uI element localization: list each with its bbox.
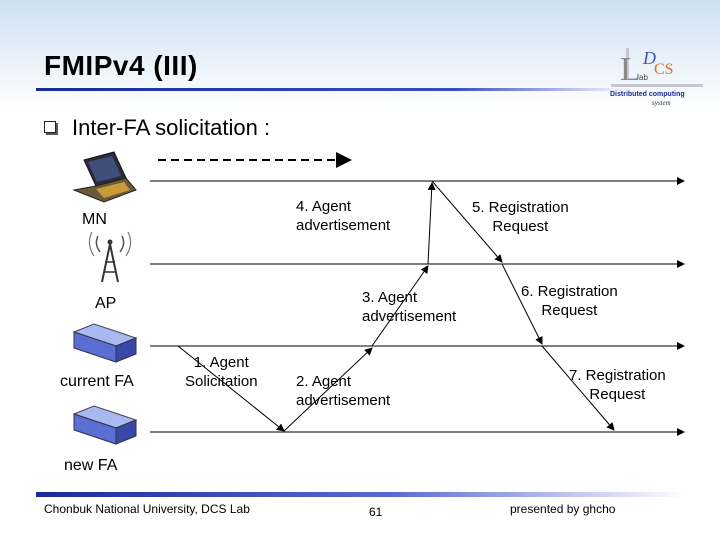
- current-fa-router-icon: [72, 323, 138, 363]
- logo-letters-cs: CS: [654, 61, 674, 78]
- slide-title: FMIPv4 (III): [44, 50, 198, 81]
- message-3-line2: advertisement: [362, 308, 457, 325]
- dcs-lab-logo: L D CS ab Distributed computing system: [610, 48, 703, 107]
- logo-line2: system: [652, 99, 671, 107]
- message-7-line1: 7. Registration: [569, 367, 666, 384]
- message-2-label: 2. Agent advertisement: [296, 372, 390, 410]
- message-4-line2: advertisement: [296, 217, 391, 234]
- arrow-6-registration-request: [501, 263, 543, 345]
- message-2-line2: advertisement: [296, 392, 391, 409]
- logo-letters-ab: ab: [639, 73, 648, 82]
- arrow-2-agent-advertisement: [283, 347, 373, 432]
- message-1-label: 1. Agent Solicitation: [185, 353, 258, 391]
- message-7-line2: Request: [589, 386, 646, 403]
- laptop-icon: [72, 151, 137, 203]
- footer-rule: [36, 492, 684, 497]
- arrow-1-agent-solicitation: [177, 345, 285, 432]
- message-1-line2: Solicitation: [185, 373, 258, 390]
- message-1-line1: 1. Agent: [193, 354, 249, 371]
- node-label-mn: MN: [82, 211, 107, 228]
- title-underline: [36, 88, 634, 91]
- footer-presenter: presented by ghcho: [510, 502, 616, 516]
- bullet-text: Inter-FA solicitation :: [72, 115, 271, 140]
- arrow-7-registration-request: [541, 345, 615, 431]
- footer-page-number: 61: [369, 505, 383, 519]
- message-4-line1: 4. Agent: [296, 198, 352, 215]
- footer-affiliation: Chonbuk National University, DCS Lab: [44, 502, 250, 516]
- message-3-line1: 3. Agent: [362, 289, 418, 306]
- message-5-line2: Request: [492, 218, 549, 235]
- logo-letter-l: L: [620, 51, 641, 88]
- arrow-3-agent-advertisement: [371, 265, 429, 347]
- logo-line1: Distributed computing: [610, 91, 685, 98]
- message-2-line1: 2. Agent: [296, 373, 352, 390]
- node-label-current-fa: current FA: [60, 373, 134, 390]
- message-5-line1: 5. Registration: [472, 199, 569, 216]
- antenna-tower-icon: [88, 231, 132, 283]
- node-label-ap: AP: [95, 295, 117, 312]
- message-6-line1: 6. Registration: [521, 283, 618, 300]
- arrow-5-registration-request: [431, 180, 503, 263]
- logo-letter-d: D: [642, 48, 656, 68]
- message-3-label: 3. Agent advertisement: [362, 288, 456, 326]
- arrow-4-agent-advertisement: [427, 182, 436, 265]
- message-6-line2: Request: [541, 302, 598, 319]
- message-5-label: 5. Registration Request: [472, 198, 569, 236]
- bullet-box-icon: [44, 121, 56, 133]
- message-4-label: 4. Agent advertisement: [296, 197, 390, 235]
- new-fa-router-icon: [72, 405, 138, 445]
- message-7-label: 7. Registration Request: [569, 366, 666, 404]
- message-6-label: 6. Registration Request: [521, 282, 618, 320]
- node-label-new-fa: new FA: [64, 457, 118, 474]
